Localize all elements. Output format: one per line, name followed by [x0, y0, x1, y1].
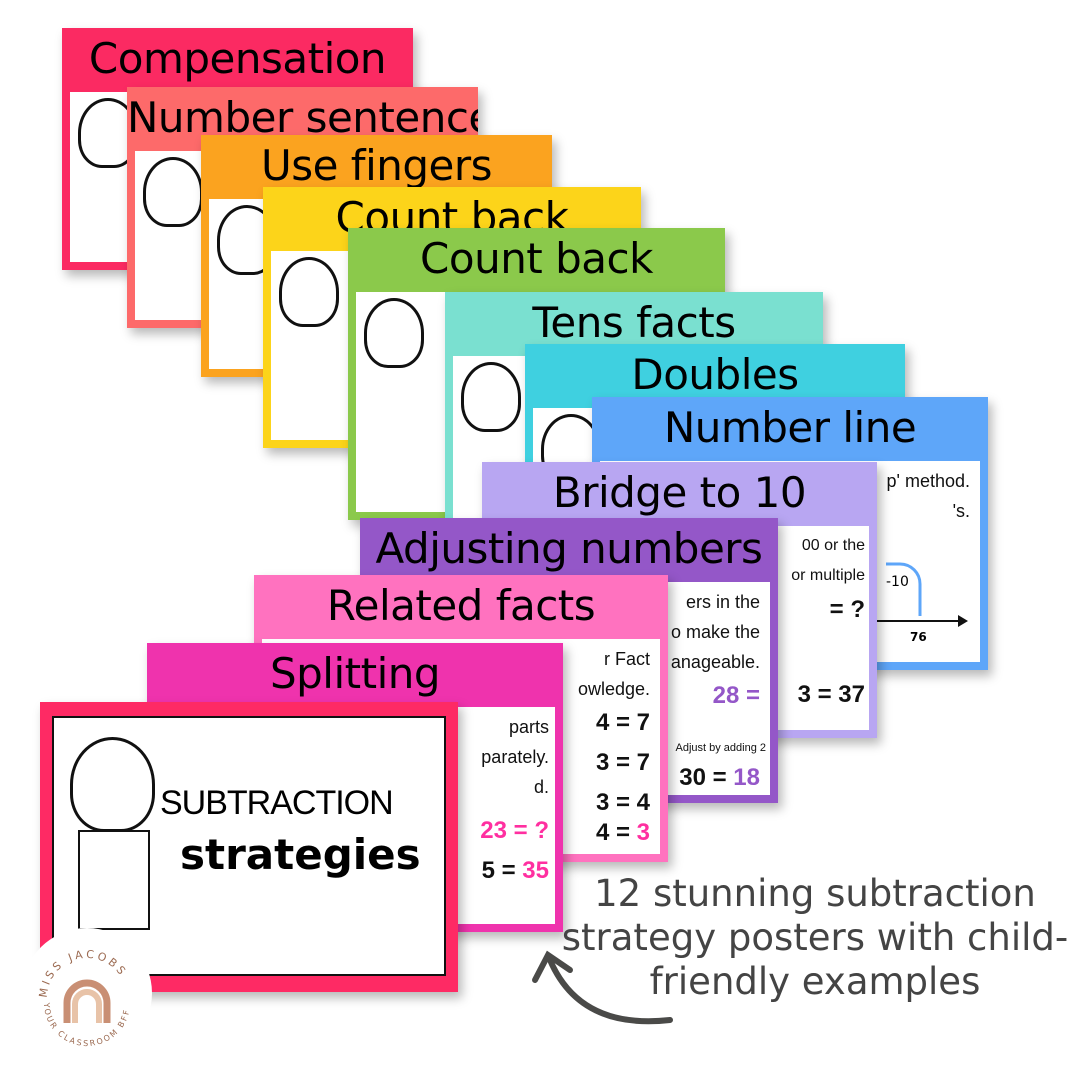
poster-text: 30 = 18 [679, 764, 760, 791]
poster-text: parts [508, 717, 549, 737]
curved-arrow-icon [532, 950, 673, 1025]
poster-text: d. [533, 777, 549, 797]
cover-title-line2: strategies [180, 830, 421, 879]
poster-title: Tens facts [532, 298, 736, 347]
poster-title: Related facts [326, 581, 596, 630]
child-illustration [143, 157, 203, 227]
poster-text: 4 = 3 [595, 819, 650, 846]
poster-text: 5 = 35 [481, 857, 549, 884]
miss-jacobs-logo: MISS JACOBS YOUR CLASSROOM BFF [22, 928, 152, 1058]
poster-text: 3 = 4 [595, 789, 650, 816]
cover-title-line1: SUBTRACTION [160, 784, 394, 822]
poster-title: Use fingers [260, 141, 493, 190]
poster-title: Number line [663, 403, 917, 452]
poster-text: or multiple [791, 567, 865, 584]
poster-title: Bridge to 10 [552, 468, 807, 517]
poster-text: ers in the [685, 592, 760, 612]
poster-title: Doubles [631, 350, 799, 399]
poster-title: Count back [420, 234, 653, 283]
child-illustration [70, 737, 155, 832]
poster-text: 23 = ? [480, 817, 549, 844]
poster-title: Compensation [88, 34, 387, 83]
svg-text:YOUR CLASSROOM BFF: YOUR CLASSROOM BFF [42, 1001, 132, 1048]
poster-text: p' method. [886, 471, 971, 491]
poster-text: owledge. [577, 679, 650, 699]
caption: 12 stunning subtraction strategy posters… [561, 872, 1069, 1003]
child-illustration [461, 362, 521, 432]
poster-text: 00 or the [801, 537, 865, 554]
jump-label: -10 [886, 574, 909, 590]
poster-title: Number sentence [127, 93, 478, 142]
tick-label: 76 [910, 630, 927, 644]
poster-text: = ? [829, 596, 865, 623]
poster-text: 4 = 7 [595, 709, 650, 736]
poster-text: 3 = 7 [595, 749, 650, 776]
poster-text: 's. [952, 501, 970, 521]
poster-text: 3 = 37 [797, 681, 865, 708]
poster-text: r Fact [603, 649, 650, 669]
poster-text: anageable. [670, 652, 760, 672]
poster-text: parately. [481, 747, 549, 767]
child-illustration [364, 298, 424, 368]
child-body-illustration [78, 830, 150, 930]
number-line-diagram: -10 76 [850, 562, 968, 644]
poster-text: Adjust by adding 2 [675, 742, 766, 754]
poster-text: o make the [670, 622, 760, 642]
child-illustration [279, 257, 339, 327]
poster-text: 28 = [712, 682, 760, 709]
poster-title: Splitting [269, 649, 441, 698]
poster-title: Adjusting numbers [375, 524, 763, 573]
